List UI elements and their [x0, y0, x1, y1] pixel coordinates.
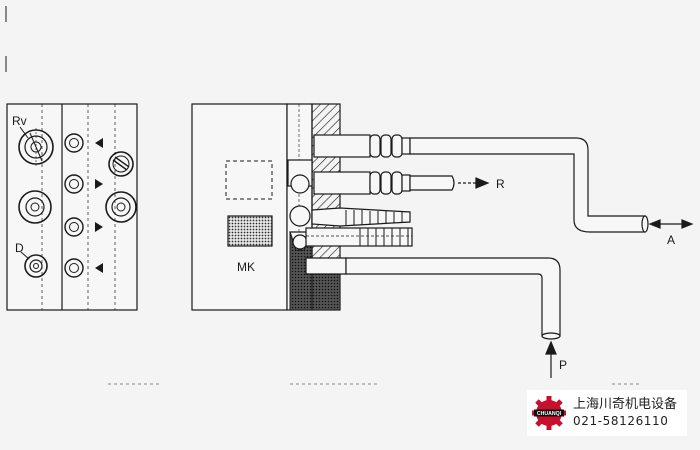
- mk-module: [227, 215, 273, 247]
- p-label: P: [559, 358, 567, 372]
- pressure-fitting: [305, 257, 347, 275]
- left-middle-port: [18, 190, 52, 224]
- direction-triangles: [95, 138, 103, 273]
- rv-label: Rv: [12, 114, 27, 128]
- seal-compound-outer: [311, 269, 341, 311]
- pipe-end-p: [541, 332, 561, 340]
- rv-port: [18, 128, 54, 166]
- pressure-tube-threads: [359, 228, 409, 246]
- company-phone: 021-58126110: [573, 414, 669, 428]
- hidden-component-outline: [225, 160, 273, 200]
- gear-logo-icon: CHUANQI: [532, 396, 566, 430]
- valve-body: [191, 103, 313, 311]
- r-arrow: [458, 177, 490, 189]
- d-leader-line: [20, 251, 30, 260]
- top-fitting: [313, 134, 411, 158]
- a-label: A: [667, 233, 675, 247]
- right-large-port: [105, 191, 137, 223]
- connector-threads: [345, 210, 403, 225]
- a-arrow: [648, 219, 694, 229]
- threaded-connector: [311, 207, 411, 227]
- internal-valves: [287, 159, 313, 251]
- pilot-ports: [64, 133, 84, 278]
- pressure-tube: [305, 227, 413, 247]
- return-fitting: [313, 171, 455, 195]
- mk-label: MK: [237, 260, 255, 274]
- d-label: D: [15, 241, 24, 255]
- company-name: 上海川奇机电设备: [573, 397, 678, 412]
- d-port: [24, 254, 48, 278]
- rv-leader-line: [19, 126, 29, 139]
- supply-pipe-p: [345, 257, 561, 337]
- watermark-text: 上海川奇机电设备 021-58126110: [573, 397, 677, 429]
- p-arrow: [545, 340, 557, 378]
- pipe-end-a: [641, 215, 649, 233]
- adjust-screw: [108, 151, 134, 177]
- company-watermark: CHUANQI 上海川奇机电设备 021-58126110: [527, 390, 687, 436]
- r-label: R: [496, 177, 505, 191]
- logo-text: CHUANQI: [537, 411, 562, 417]
